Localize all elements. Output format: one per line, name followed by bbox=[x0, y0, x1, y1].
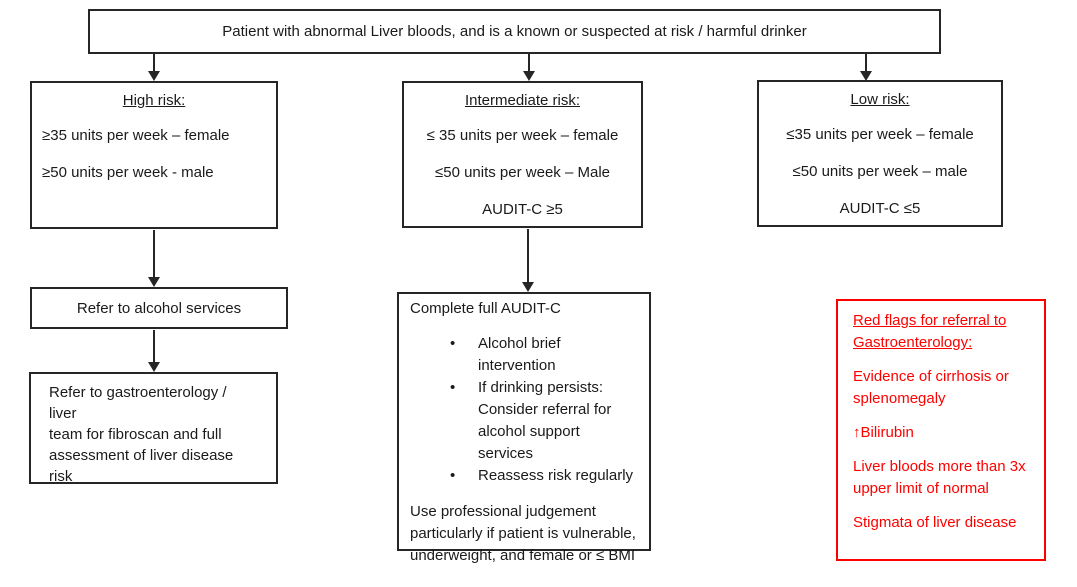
audit-bullet-line: Alcohol brief intervention bbox=[478, 335, 561, 374]
red-flags-title: Red flags for referral to Gastroenterolo… bbox=[853, 310, 1029, 354]
audit-bullet-list: Alcohol brief intervention If drinking p… bbox=[410, 333, 638, 487]
audit-note: Use professional judgement particularly … bbox=[410, 501, 638, 567]
red-flag-line: Stigmata of liver disease bbox=[853, 514, 1017, 531]
patient-top-box-text: Patient with abnormal Liver bloods, and … bbox=[222, 23, 807, 40]
low-risk-title: Low risk: bbox=[759, 89, 1001, 110]
low-risk-line-female: ≤35 units per week – female bbox=[786, 126, 974, 143]
patient-top-box: Patient with abnormal Liver bloods, and … bbox=[88, 9, 941, 54]
red-flag-line: Liver bloods more than 3x bbox=[853, 458, 1026, 475]
audit-bullet-line: Consider referral for bbox=[478, 401, 612, 418]
audit-note-line: Use professional judgement bbox=[410, 503, 596, 520]
intermediate-risk-line-audit: AUDIT-C ≥5 bbox=[482, 201, 563, 218]
red-flag-liver-bloods: Liver bloods more than 3x upper limit of… bbox=[853, 456, 1029, 500]
refer-gastro-line: team for fibroscan and full bbox=[49, 426, 222, 443]
arrow-top-to-low-risk bbox=[860, 54, 872, 81]
red-flags-box: Red flags for referral to Gastroenterolo… bbox=[836, 299, 1046, 561]
red-flags-title-line: Gastroenterology: bbox=[853, 334, 973, 351]
arrow-top-to-high-risk bbox=[148, 54, 160, 81]
audit-bullet-intervention: Alcohol brief intervention bbox=[450, 333, 638, 377]
intermediate-risk-title: Intermediate risk: bbox=[404, 90, 641, 111]
arrow-high-risk-to-alcohol-services bbox=[148, 230, 160, 287]
red-flags-title-line: Red flags for referral to bbox=[853, 312, 1007, 329]
red-flag-cirrhosis: Evidence of cirrhosis or splenomegaly bbox=[853, 366, 1029, 410]
arrow-top-to-intermediate-risk bbox=[523, 54, 535, 81]
high-risk-title: High risk: bbox=[32, 90, 276, 111]
low-risk-box: Low risk: ≤35 units per week – female ≤5… bbox=[757, 80, 1003, 227]
red-flag-line: upper limit of normal bbox=[853, 480, 989, 497]
audit-note-line: underweight, and female or ≤ BMI bbox=[410, 547, 636, 564]
low-risk-line-male: ≤50 units per week – male bbox=[792, 163, 968, 180]
audit-bullet-line: If drinking persists: bbox=[478, 379, 604, 396]
high-risk-title-text: High risk: bbox=[122, 92, 186, 109]
refer-alcohol-box: Refer to alcohol services bbox=[30, 287, 288, 329]
refer-gastro-line: assessment of liver disease risk bbox=[49, 447, 234, 485]
low-risk-line-audit: AUDIT-C ≤5 bbox=[839, 200, 921, 217]
audit-bullet-line: Reassess risk regularly bbox=[478, 467, 634, 484]
audit-bullet-persists: If drinking persists: Consider referral … bbox=[450, 377, 638, 465]
refer-gastro-line: Refer to gastroenterology / liver bbox=[49, 384, 227, 422]
arrow-alcohol-services-to-gastro bbox=[148, 330, 160, 372]
intermediate-risk-title-text: Intermediate risk: bbox=[464, 92, 581, 109]
red-flag-line: ↑Bilirubin bbox=[853, 424, 914, 441]
audit-bullet-line: alcohol support services bbox=[478, 423, 580, 462]
arrow-intermediate-to-audit bbox=[522, 229, 534, 292]
audit-box-title: Complete full AUDIT-C bbox=[410, 300, 561, 317]
low-risk-title-text: Low risk: bbox=[850, 91, 910, 108]
intermediate-risk-line-male: ≤50 units per week – Male bbox=[435, 164, 610, 181]
refer-alcohol-text: Refer to alcohol services bbox=[76, 299, 242, 317]
red-flag-line: Evidence of cirrhosis or bbox=[853, 368, 1009, 385]
high-risk-line-male: ≥50 units per week - male bbox=[42, 164, 214, 181]
red-flag-line: splenomegaly bbox=[853, 390, 946, 407]
refer-gastro-box: Refer to gastroenterology / liver team f… bbox=[29, 372, 278, 485]
red-flag-bilirubin: ↑Bilirubin bbox=[853, 422, 1029, 444]
red-flag-stigmata: Stigmata of liver disease bbox=[853, 512, 1029, 534]
audit-bullet-reassess: Reassess risk regularly bbox=[450, 465, 638, 487]
intermediate-risk-box: Intermediate risk: ≤ 35 units per week –… bbox=[402, 81, 643, 228]
high-risk-line-female: ≥35 units per week – female bbox=[42, 127, 230, 144]
audit-box: Complete full AUDIT-C Alcohol brief inte… bbox=[397, 292, 651, 564]
audit-note-line: particularly if patient is vulnerable, bbox=[410, 525, 636, 542]
high-risk-box: High risk: ≥35 units per week – female ≥… bbox=[30, 81, 278, 229]
intermediate-risk-line-female: ≤ 35 units per week – female bbox=[426, 127, 619, 144]
